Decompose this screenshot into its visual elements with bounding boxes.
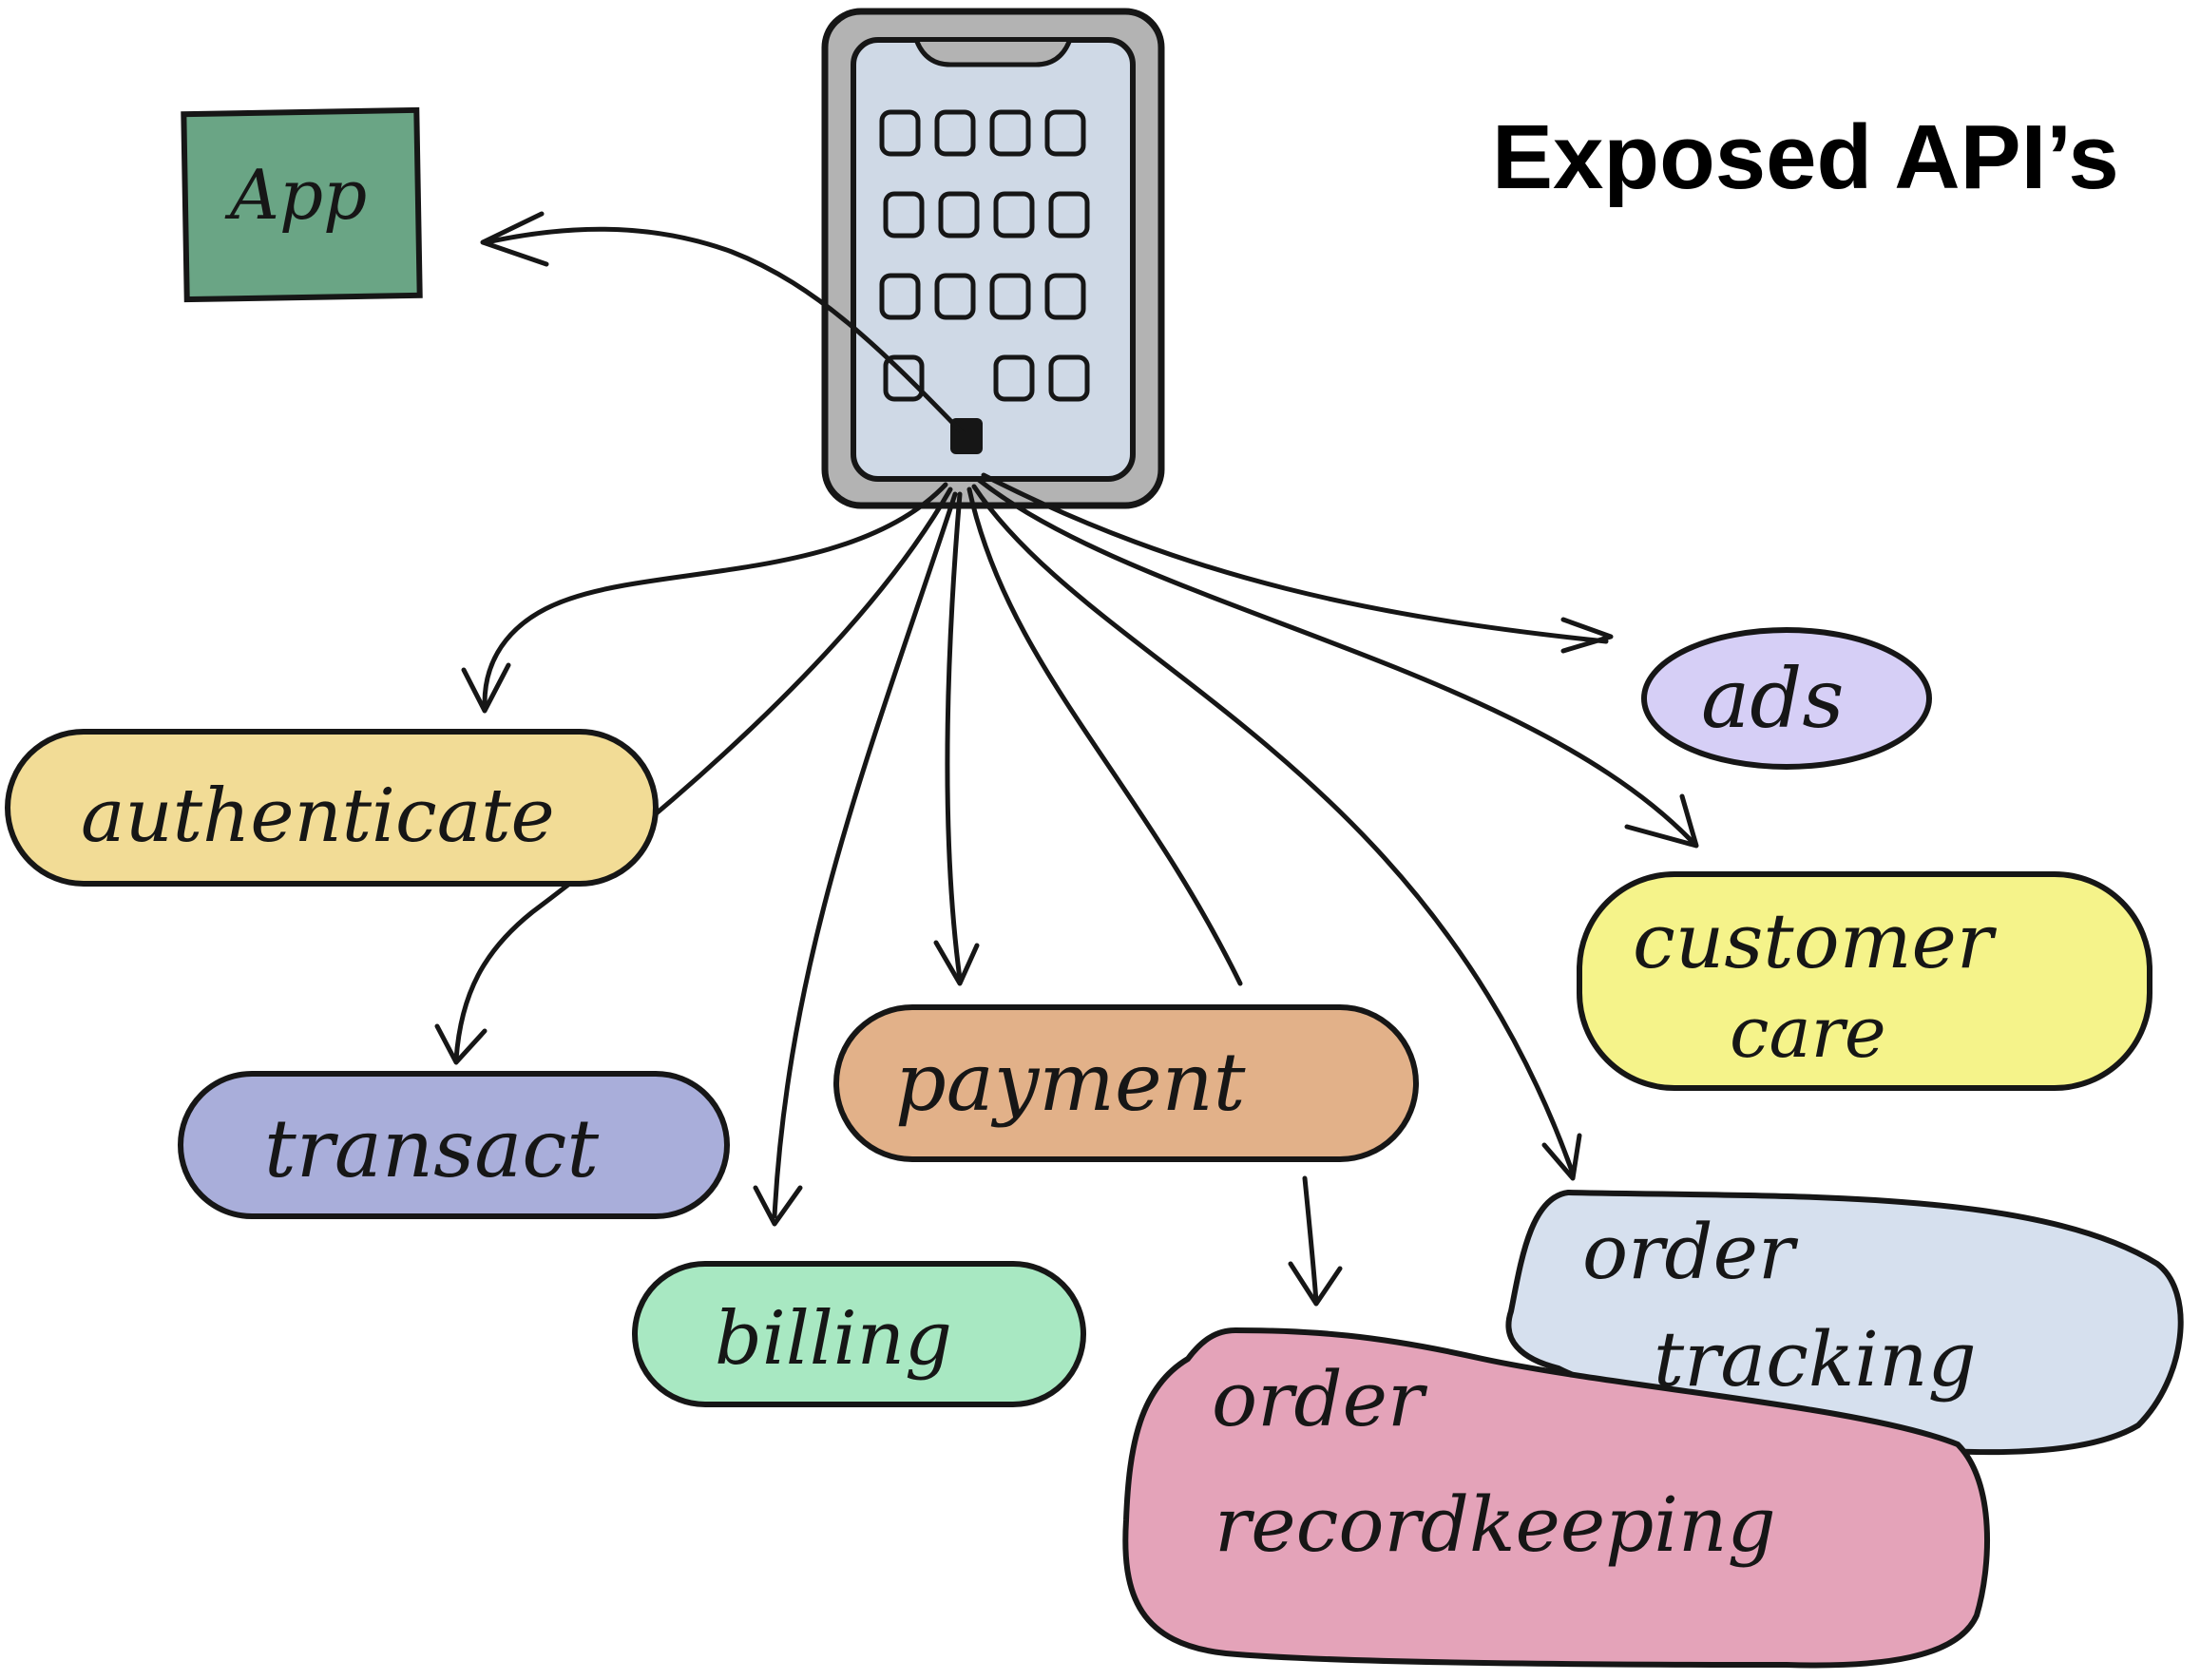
arrow-to-authenticate <box>482 482 948 706</box>
app-icon-grid <box>879 109 1090 402</box>
node-ads: ads <box>1641 627 1932 770</box>
payment-label: payment <box>895 1036 1246 1129</box>
app-label: App <box>224 155 367 235</box>
arrow-to-app <box>484 226 967 438</box>
ads-label: ads <box>1701 652 1844 747</box>
arrowhead-order-recordkeeping <box>1288 1261 1343 1307</box>
order-tracking-label-line1: order <box>1582 1208 1799 1296</box>
billing-shape <box>632 1261 1086 1407</box>
app-icon <box>1048 191 1090 239</box>
phone-notch <box>914 40 1072 67</box>
arrowhead-ads <box>1560 617 1614 654</box>
arrow-to-billing <box>772 491 958 1219</box>
order-tracking-label-line2: tracking <box>1654 1315 1977 1403</box>
app-node: App <box>181 106 423 303</box>
node-authenticate: authenticate <box>5 729 659 887</box>
node-billing: billing <box>632 1261 1086 1407</box>
connector-arrows <box>434 211 1699 1307</box>
ads-shape <box>1641 627 1932 770</box>
app-icon <box>989 273 1031 320</box>
order-recordkeeping-label-line1: order <box>1212 1355 1428 1443</box>
arrowhead-order-tracking <box>1541 1133 1582 1181</box>
arrow-to-customer-care <box>976 477 1694 844</box>
node-payment: payment <box>833 1004 1419 1162</box>
arrow-to-order-tracking <box>971 484 1576 1176</box>
arrow-to-ads <box>981 472 1609 644</box>
arrow-to-payment <box>945 491 963 982</box>
app-icon <box>1048 354 1090 402</box>
authenticate-shape <box>5 729 659 887</box>
arrowhead-transact <box>434 1023 488 1065</box>
app-icon <box>993 191 1035 239</box>
app-icon <box>934 273 976 320</box>
app-icon <box>883 191 925 239</box>
transact-label: transact <box>264 1102 599 1195</box>
app-icon <box>989 109 1031 157</box>
arrow-to-order-recordkeeping <box>966 487 1243 986</box>
order-recordkeeping-shape <box>1122 1327 1990 1669</box>
app-icon <box>883 354 925 402</box>
node-customer-care: customer care <box>1577 871 2152 1091</box>
order-recordkeeping-label-line2: recordkeeping <box>1215 1480 1776 1569</box>
arrow-recordkeeping-tail <box>1302 1175 1319 1305</box>
transact-shape <box>178 1071 730 1219</box>
node-order-recordkeeping: order recordkeeping <box>1122 1327 1990 1669</box>
arrowhead-authenticate <box>461 662 511 714</box>
app-icon <box>1044 273 1086 320</box>
customer-care-label-line2: care <box>1730 992 1886 1074</box>
customer-care-shape <box>1577 871 2152 1091</box>
app-icon <box>879 109 921 157</box>
arrowhead-app <box>480 211 549 267</box>
smartphone-icon <box>821 8 1165 509</box>
node-transact: transact <box>178 1071 730 1219</box>
phone-screen <box>851 37 1136 482</box>
authenticate-label: authenticate <box>81 773 555 859</box>
app-icon <box>879 273 921 320</box>
app-box <box>181 106 423 303</box>
app-icon <box>1044 109 1086 157</box>
app-icon <box>993 354 1035 402</box>
billing-label: billing <box>715 1296 952 1382</box>
customer-care-label-line1: customer <box>1633 897 1998 985</box>
arrowhead-billing <box>753 1185 803 1227</box>
payment-shape <box>833 1004 1419 1162</box>
diagram-title: Exposed API’s <box>1492 106 2119 208</box>
arrowhead-customer-care <box>1624 793 1699 849</box>
app-icon <box>938 191 980 239</box>
app-icon <box>934 109 976 157</box>
arrowhead-payment <box>933 940 980 986</box>
